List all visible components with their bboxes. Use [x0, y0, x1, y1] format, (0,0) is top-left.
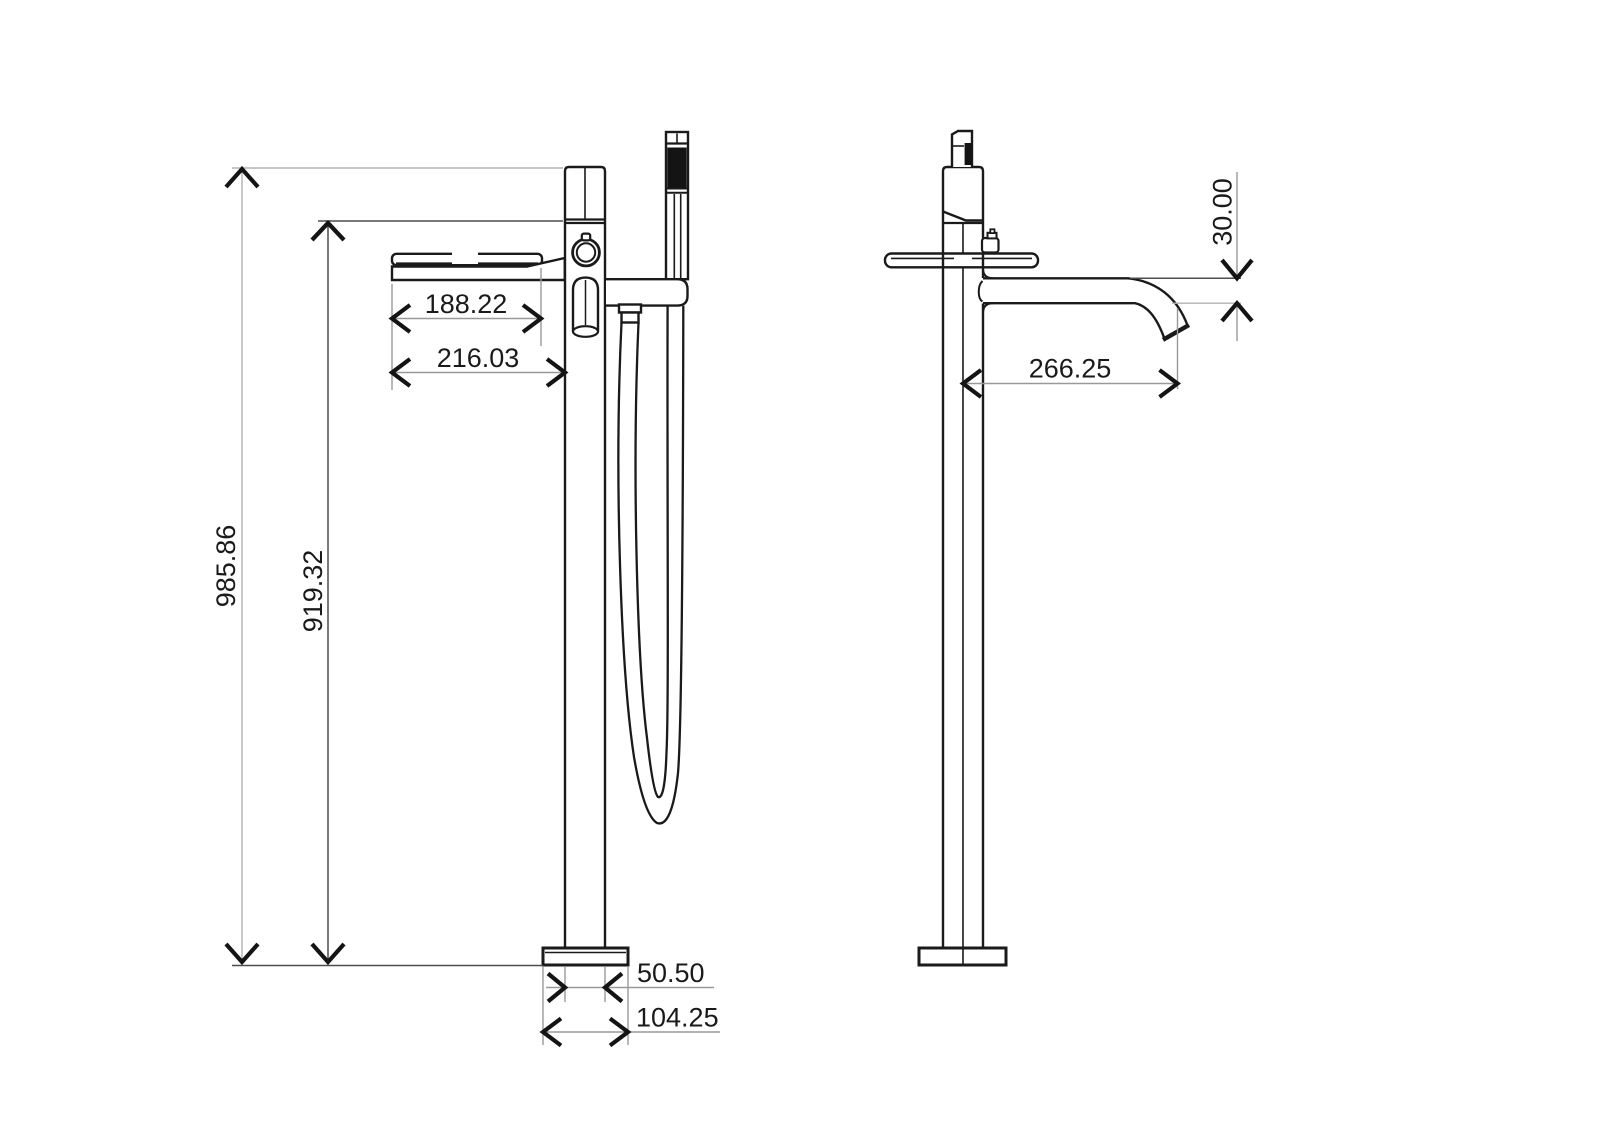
- arrow-right: [521, 303, 545, 334]
- spout-root-curve: [977, 280, 984, 303]
- front-diverter-knob: [571, 232, 601, 268]
- spout-plate-highlight: [452, 251, 478, 257]
- front-handshower-holder: [606, 278, 689, 307]
- front-hose-nut: [617, 303, 643, 324]
- side-view: [883, 129, 1191, 967]
- dim-spout-plate-width-label: 188.22: [425, 289, 508, 319]
- side-handle-grip: [964, 143, 972, 165]
- arrow-left: [959, 368, 983, 399]
- dim-column-width-label: 50.50: [637, 958, 705, 988]
- dim-total-height-label: 985.86: [211, 525, 241, 608]
- front-shower-hose: [617, 305, 685, 825]
- front-column-outline: [563, 165, 607, 948]
- dim-spout-height-label: 919.32: [298, 550, 328, 633]
- dimension-spout-outlet-height: 30.00: [1130, 172, 1254, 341]
- arrow-down: [1220, 258, 1254, 282]
- arrow-left: [601, 971, 624, 1004]
- arrow-right: [546, 971, 569, 1004]
- arrow-right: [608, 1016, 632, 1048]
- dimension-base-width: 104.25: [539, 967, 720, 1048]
- front-spout-plate: [390, 251, 566, 282]
- dimension-spout-plate-width: 188.22: [388, 268, 545, 390]
- arrow-left: [388, 357, 412, 388]
- dim-base-width-label: 104.25: [636, 1003, 719, 1033]
- side-base: [917, 946, 1008, 967]
- dim-spout-overall-width-label: 216.03: [437, 343, 520, 373]
- front-base: [541, 946, 630, 967]
- arrow-right: [545, 357, 569, 388]
- side-diverter-knob: [980, 228, 1000, 254]
- arrow-down: [310, 942, 346, 966]
- dimension-column-width: 50.50: [546, 958, 714, 1004]
- front-handshower: [664, 130, 690, 281]
- side-handle-stem: [950, 129, 974, 167]
- front-handle: [571, 276, 600, 338]
- spout-tip-cut: [1161, 323, 1191, 342]
- side-spout: [977, 269, 1191, 342]
- dim-spout-reach-label: 266.25: [1029, 354, 1112, 384]
- front-head-seam: [565, 218, 605, 225]
- side-spout-flange: [883, 252, 1040, 269]
- arrow-down: [224, 942, 260, 966]
- side-head-seams: [942, 210, 983, 225]
- front-view: [390, 130, 690, 967]
- dimension-spout-height: 919.32: [232, 219, 563, 967]
- arrow-right: [1158, 368, 1181, 399]
- dimension-spout-reach: 266.25: [959, 308, 1181, 399]
- dimension-spout-overall-width: 216.03: [388, 343, 569, 388]
- arrow-up: [224, 165, 260, 189]
- dimension-total-height: 985.86: [211, 165, 563, 966]
- arrow-up: [1220, 299, 1254, 323]
- arrow-up: [310, 219, 346, 242]
- arrow-left: [539, 1016, 563, 1048]
- front-column-body: [565, 167, 605, 948]
- dim-spout-outlet-height-label: 30.00: [1208, 178, 1238, 246]
- knob-notch: [580, 232, 592, 242]
- arrow-left: [388, 303, 412, 334]
- handshower-grip: [667, 147, 687, 188]
